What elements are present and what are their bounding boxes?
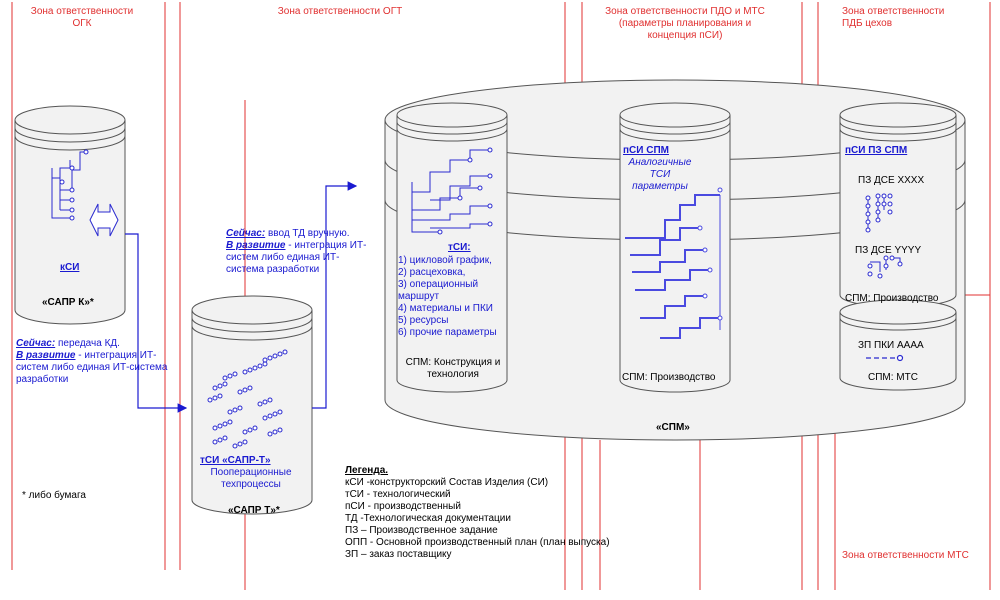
- zone-ogt-title: Зона ответственности ОГТ: [277, 6, 403, 17]
- note-2-dev-text: - интеграция ИТ-систем либо единая ИТ-си…: [226, 240, 367, 275]
- psi-pz-title[interactable]: пСИ ПЗ СПМ: [845, 145, 908, 156]
- psi-drum: [619, 102, 731, 393]
- zp-title: ЗП ПКИ АААА: [858, 340, 924, 351]
- psi-pz-drum: [839, 102, 957, 308]
- footnote: * либо бумага: [22, 490, 86, 501]
- note-1-dev-text: - интеграция ИТ-систем либо единая ИТ-си…: [16, 350, 168, 385]
- zone-pdb-title: Зона ответственности ПДБ цехов: [842, 6, 945, 29]
- spm-caption: «СПМ»: [656, 422, 690, 433]
- tsi-sapr-t-link[interactable]: тСИ «САПР-Т»: [200, 455, 271, 466]
- legend-line: пСИ - производственный: [345, 501, 461, 512]
- psi-stair-icon: [625, 187, 723, 339]
- double-arrow-icon: [89, 203, 119, 237]
- tsi-drum: [396, 102, 508, 393]
- zone-pdo-title: Зона ответственности ПДО и МТС (параметр…: [605, 6, 765, 41]
- pz-xxxx-label: ПЗ ДСЕ ХХХХ: [858, 175, 925, 186]
- connector-t-to-spm: [312, 181, 358, 409]
- note-1-dev-label: В развитие: [16, 350, 76, 361]
- legend-line: кСИ -конструкторский Состав Изделия (СИ): [345, 477, 549, 488]
- tsi-item: 3) операционный маршрут: [398, 279, 479, 302]
- note-2: Сейчас: ввод ТД вручную. В развитие - ин…: [226, 228, 376, 276]
- note-1-now-text: передача КД.: [55, 338, 120, 349]
- sapr-t-caption: «САПР Т»*: [228, 505, 280, 516]
- sapr-t-dots-icon: [207, 349, 288, 449]
- zp-footer: СПМ: МТС: [868, 372, 918, 383]
- tsi-item: 5) ресурсы: [398, 315, 449, 326]
- pz-xxxx-icon: [865, 193, 893, 233]
- pz-yyyy-icon: [867, 255, 903, 279]
- note-1: Сейчас: передача КД. В развитие - интегр…: [16, 338, 176, 386]
- psi-title[interactable]: пСИ СПМ: [623, 145, 669, 156]
- tsi-item: 1) цикловой график,: [398, 255, 492, 266]
- sapr-k-caption: «САПР К»*: [42, 297, 94, 308]
- psi-subtitle: Аналогичные ТСИ параметры: [628, 157, 692, 192]
- sapr-t-drum: [191, 295, 313, 515]
- legend-line: ТД -Технологическая документации: [345, 513, 511, 524]
- tsi-item: 2) расцеховка,: [398, 267, 466, 278]
- zp-drum: [839, 299, 957, 391]
- tsi-item: 4) материалы и ПКИ: [398, 303, 493, 314]
- legend-title: Легенда.: [345, 465, 389, 476]
- note-2-now-text: ввод ТД вручную.: [265, 228, 350, 239]
- legend-line: ОПП - Основной производственный план (пл…: [345, 537, 610, 548]
- psi-footer: СПМ: Производство: [622, 372, 716, 383]
- sapr-k-drum: [14, 105, 126, 325]
- legend-line: ПЗ – Производственное задание: [345, 525, 498, 536]
- tsi-title[interactable]: тСИ:: [448, 242, 471, 253]
- ksi-link[interactable]: кСИ: [60, 262, 80, 273]
- tsi-footer: СПМ: Конструкция и технология: [405, 357, 501, 380]
- ksi-tree-icon: [51, 149, 89, 221]
- note-2-now-label: Сейчас:: [226, 228, 266, 239]
- tsi-items: 1) цикловой график, 2) расцеховка, 3) оп…: [398, 255, 508, 339]
- sapr-t-desc: Пооперационные техпроцессы: [210, 467, 292, 490]
- psi-pz-footer: СПМ: Производство: [845, 293, 939, 304]
- zp-line-icon: [866, 354, 904, 362]
- note-2-dev-label: В развитие: [226, 240, 286, 251]
- tsi-tree-icon: [411, 147, 493, 235]
- legend-line: ЗП – заказ поставщику: [345, 549, 452, 560]
- zone-mts-title: Зона ответственности МТС: [842, 550, 969, 561]
- zone-ogk-title: Зона ответственности ОГК: [30, 6, 134, 29]
- legend: Легенда. кСИ -конструкторский Состав Изд…: [345, 465, 610, 561]
- pz-yyyy-label: ПЗ ДСЕ YYYY: [855, 245, 922, 256]
- connector-k-to-t: [125, 233, 188, 413]
- tsi-item: 6) прочие параметры: [398, 327, 497, 338]
- note-1-now-label: Сейчас:: [16, 338, 56, 349]
- legend-line: тСИ - технологический: [345, 489, 451, 500]
